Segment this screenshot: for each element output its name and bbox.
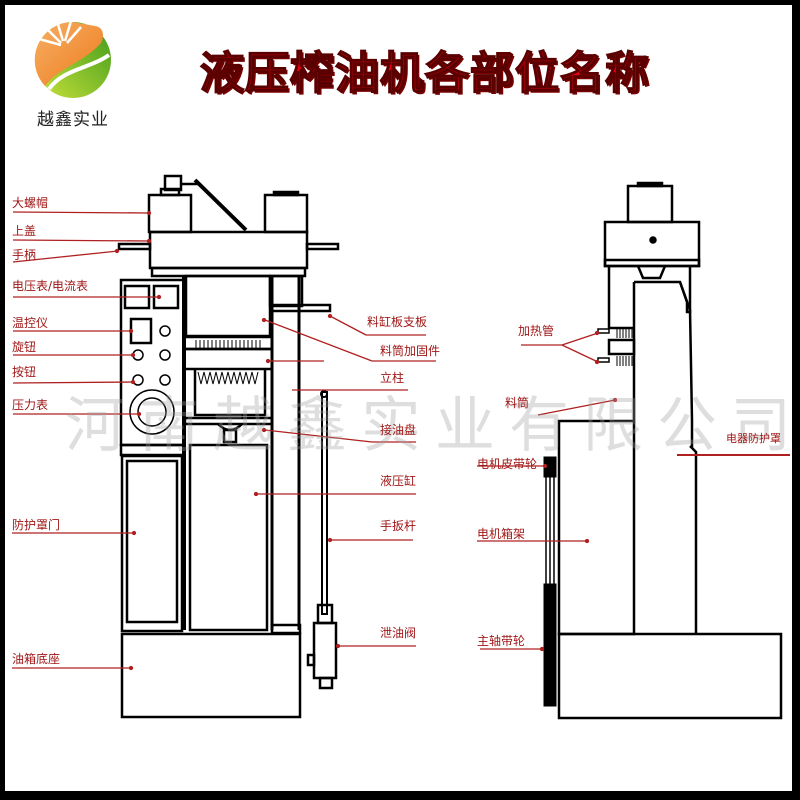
label-hydraulic-cylinder: 液压缸 (380, 474, 417, 488)
label-hand-lever: 手扳杆 (380, 519, 417, 533)
label-pressure-gauge: 压力表 (12, 398, 49, 412)
label-oil-pan: 接油盘 (380, 423, 417, 437)
label-voltmeter-ammeter: 电压表/电流表 (12, 279, 89, 293)
label-column: 立柱 (380, 371, 405, 385)
label-handle: 手柄 (12, 248, 37, 262)
label-cylinder-support-plate: 料缸板支板 (367, 315, 428, 329)
label-barrel: 料筒 (505, 396, 530, 410)
diagram-canvas: 越鑫实业 液压榨油机各部位名称 (5, 5, 792, 791)
label-motor-frame: 电机箱架 (477, 527, 526, 541)
page-title: 液压榨油机各部位名称 (199, 47, 650, 100)
label-main-shaft-pulley: 主轴带轮 (477, 634, 526, 648)
label-electrical-cover: 电器防护罩 (726, 432, 781, 445)
company-name: 越鑫实业 (37, 110, 109, 130)
sun-leaf-logo-icon (34, 20, 111, 98)
label-heating-tube: 加热管 (518, 324, 555, 338)
label-button: 按钮 (12, 365, 37, 379)
label-temperature-controller: 温控仪 (12, 316, 49, 330)
label-protective-door: 防护罩门 (12, 518, 61, 532)
machine-drawing (12, 174, 790, 720)
label-top-cover: 上盖 (12, 224, 37, 238)
label-motor-pulley: 电机皮带轮 (477, 457, 538, 471)
front-view-machine (117, 174, 340, 719)
company-logo: 越鑫实业 (23, 13, 123, 131)
label-barrel-reinforcement: 料筒加固件 (380, 344, 441, 358)
side-view-machine (543, 181, 783, 720)
label-drain-valve: 泄油阀 (380, 626, 417, 640)
leader-lines (12, 210, 790, 671)
label-big-nut: 大螺帽 (12, 196, 49, 210)
label-knob: 旋钮 (12, 340, 37, 354)
label-oil-tank-base: 油箱底座 (12, 652, 61, 666)
